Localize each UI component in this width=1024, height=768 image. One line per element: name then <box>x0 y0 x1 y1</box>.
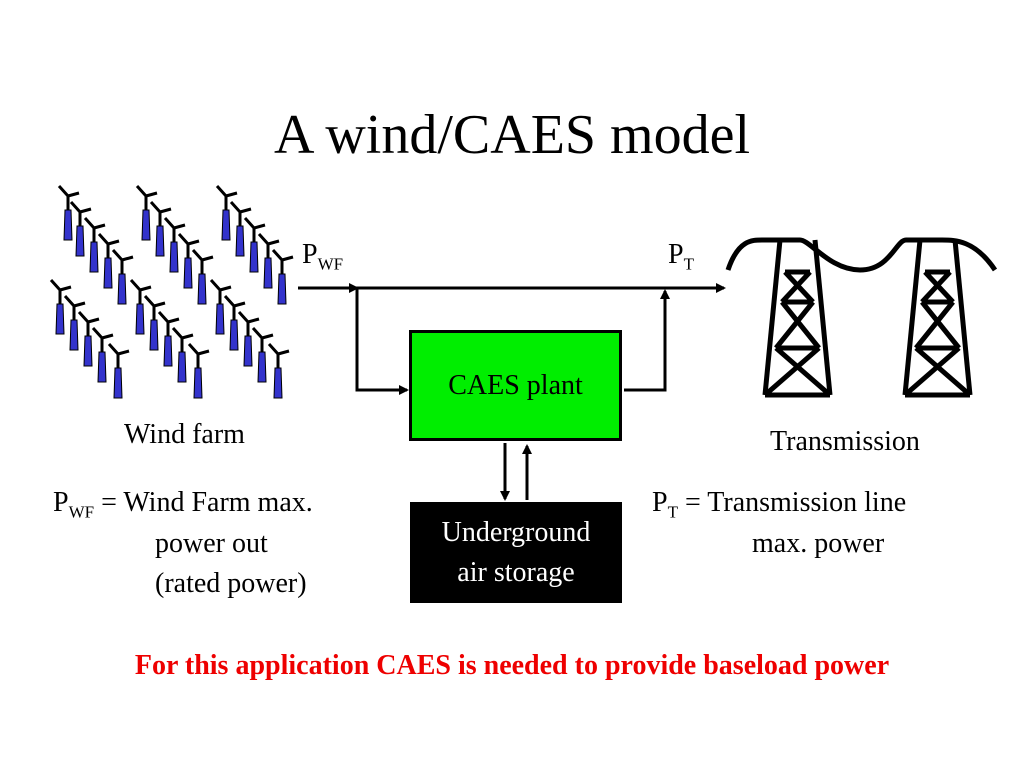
wind-turbine-icon <box>187 342 211 400</box>
pwf-def-text: = Wind Farm max. <box>94 487 313 518</box>
wind-turbine-icon <box>267 342 291 400</box>
wind-turbine-icon <box>177 232 201 290</box>
wind-turbine-icon <box>77 310 101 368</box>
wind-farm-label: Wind farm <box>124 419 245 450</box>
transmission-label: Transmission <box>770 426 920 457</box>
pwf-definition-line2: power out <box>155 528 268 559</box>
caes-plant-label: CAES plant <box>448 369 583 401</box>
pt-symbol: P <box>668 239 684 270</box>
power-flow-lines <box>298 283 726 501</box>
from-caes-arrow <box>624 289 670 392</box>
wind-turbine-icon <box>111 248 135 306</box>
storage-label-line2: air storage <box>457 556 575 588</box>
underground-air-storage-box: Underground air storage <box>410 502 622 603</box>
pwf-def-symbol: P <box>53 487 69 518</box>
wind-turbine-icon <box>237 310 261 368</box>
pt-subscript: T <box>683 254 694 274</box>
wind-turbine-icon <box>271 248 295 306</box>
wind-turbine-icon <box>229 200 253 258</box>
pwf-symbol: P <box>302 239 318 270</box>
pwf-label: PWF <box>302 238 343 282</box>
wind-turbine-icon <box>157 310 181 368</box>
wind-turbine-icon <box>63 294 87 352</box>
wind-turbine-icon <box>57 184 81 242</box>
wind-turbine-icon <box>107 342 131 400</box>
wind-farm-icon <box>49 184 295 400</box>
wind-turbine-icon <box>243 216 267 274</box>
wind-turbine-icon <box>143 294 167 352</box>
wind-turbine-icon <box>97 232 121 290</box>
wind-turbine-icon <box>69 200 93 258</box>
pt-def-text: = Transmission line <box>677 487 907 518</box>
wind-turbine-icon <box>91 326 115 384</box>
pt-label: PT <box>668 238 694 282</box>
wind-turbine-icon <box>49 278 73 336</box>
wind-turbine-icon <box>257 232 281 290</box>
wind-turbine-icon <box>163 216 187 274</box>
pwf-definition: PWF = Wind Farm max. <box>53 486 313 530</box>
slide-title: A wind/CAES model <box>273 104 751 166</box>
pwf-def-subscript: WF <box>68 502 95 522</box>
caes-plant-box: CAES plant <box>409 330 622 441</box>
pt-definition: PT = Transmission line <box>652 486 906 530</box>
wind-turbine-icon <box>209 278 233 336</box>
wind-turbine-icon <box>171 326 195 384</box>
storage-label-line1: Underground <box>441 516 591 548</box>
pt-def-subscript: T <box>667 502 678 522</box>
pwf-definition-line3: (rated power) <box>155 568 307 599</box>
pwf-subscript: WF <box>317 254 344 274</box>
wind-turbine-icon <box>149 200 173 258</box>
footnote: For this application CAES is needed to p… <box>134 650 890 681</box>
wind-turbine-icon <box>191 248 215 306</box>
transmission-tower-icon <box>725 237 998 398</box>
wind-turbine-icon <box>135 184 159 242</box>
pt-definition-line2: max. power <box>752 528 885 559</box>
pt-def-symbol: P <box>652 487 668 518</box>
wind-turbine-icon <box>129 278 153 336</box>
wind-turbine-icon <box>83 216 107 274</box>
wind-turbine-icon <box>251 326 275 384</box>
wind-turbine-icon <box>223 294 247 352</box>
to-caes-arrow <box>355 288 409 395</box>
wind-turbine-icon <box>215 184 239 242</box>
